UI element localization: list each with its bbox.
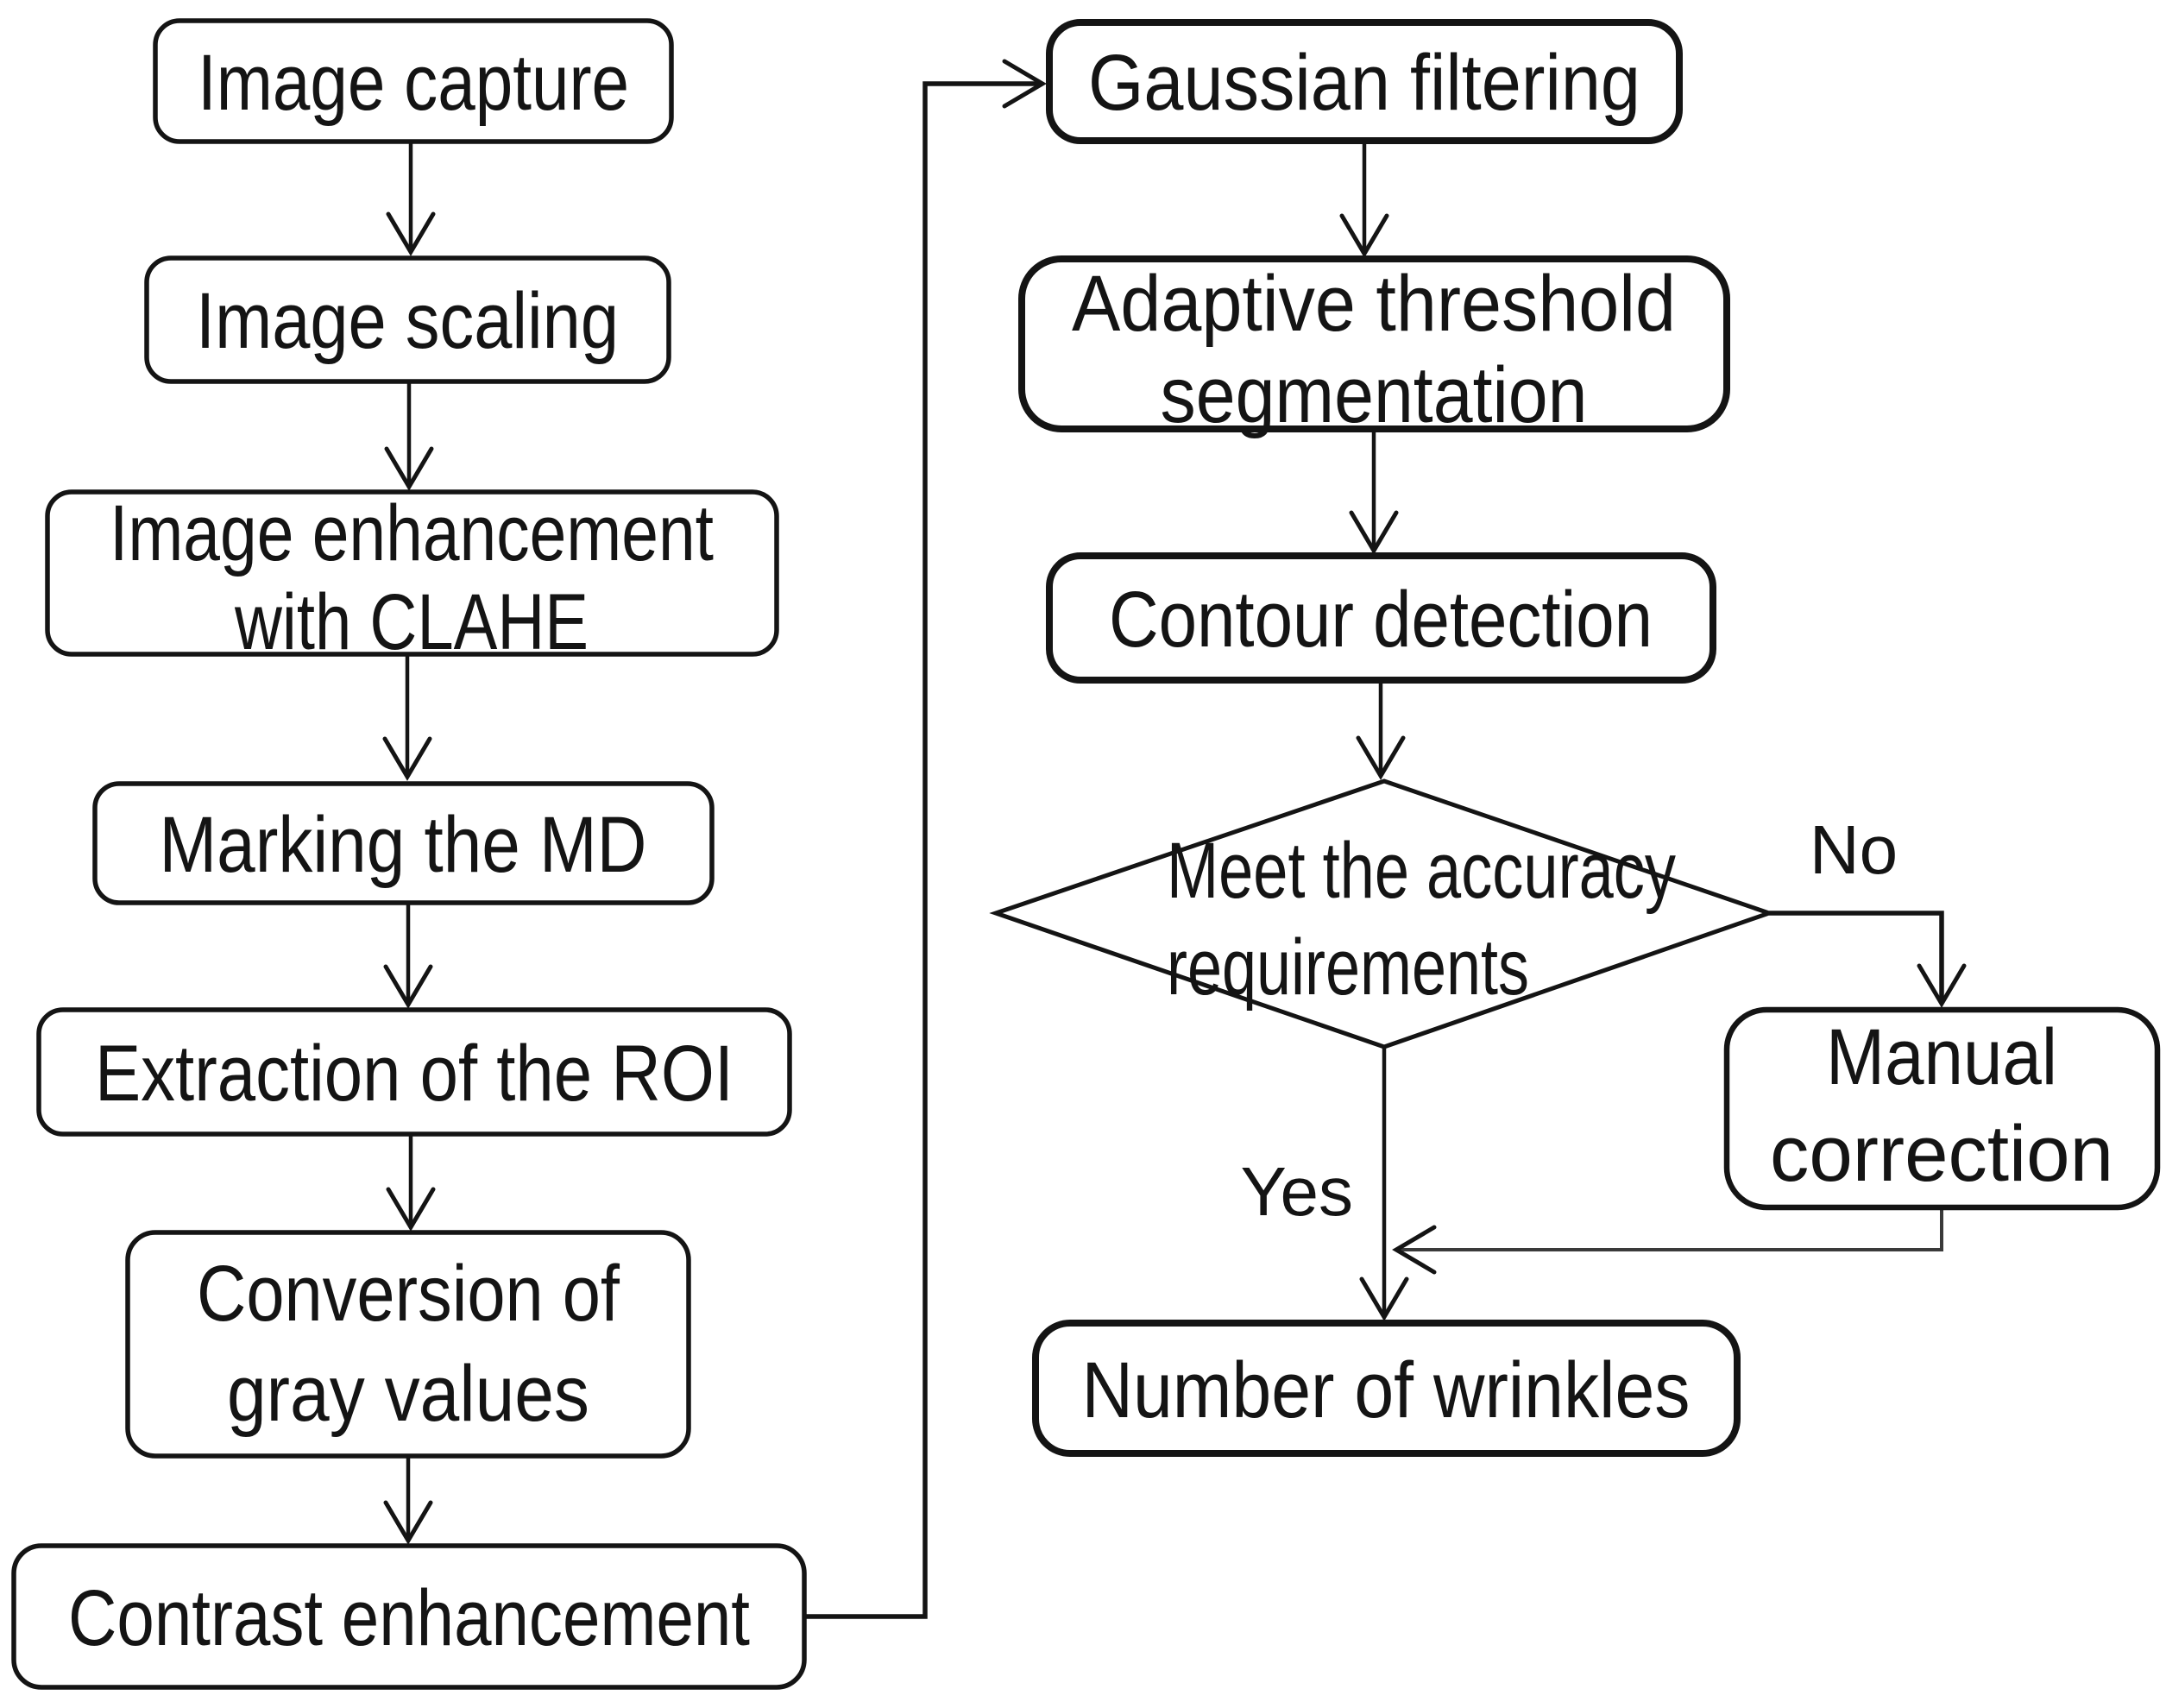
node-extraction-roi: Extraction of the ROI xyxy=(36,1007,792,1137)
node-image-capture: Image capture xyxy=(153,18,674,144)
node-accuracy-decision: Meet the accuracy requirements xyxy=(989,778,1776,1049)
node-adaptive-threshold-box xyxy=(1018,255,1730,432)
node-gaussian-filtering-label: Gaussian filtering xyxy=(1088,39,1640,127)
node-contrast-enhancement: Contrast enhancement xyxy=(11,1543,807,1690)
node-marking-md: Marking the MD xyxy=(92,781,715,905)
node-gaussian-filtering-box xyxy=(1046,19,1683,144)
edge-label-yes: Yes xyxy=(1240,1153,1353,1230)
node-contour-detection-box xyxy=(1046,552,1716,684)
node-image-capture-label: Image capture xyxy=(198,39,629,127)
node-adaptive-threshold-label-line2: segmentation xyxy=(1161,351,1588,439)
node-conversion-gray-box xyxy=(125,1230,691,1459)
node-manual-correction-label-line1: Manual xyxy=(1826,1013,2057,1101)
node-contrast-enhancement-box xyxy=(11,1543,807,1690)
node-contrast-enhancement-label: Contrast enhancement xyxy=(68,1574,750,1662)
node-manual-correction: Manual correction xyxy=(1723,1006,2161,1211)
node-image-enhancement-box xyxy=(45,489,779,657)
edge-label-no: No xyxy=(1810,811,1898,888)
node-adaptive-threshold-label-line1: Adaptive threshold xyxy=(1072,260,1676,348)
node-accuracy-decision-label-line2: requirements xyxy=(1167,923,1529,1012)
node-number-wrinkles-box xyxy=(1032,1320,1741,1457)
node-gaussian-filtering: Gaussian filtering xyxy=(1046,19,1683,144)
node-image-enhancement-label-line1: Image enhancement xyxy=(110,489,714,577)
node-conversion-gray-label-line1: Conversion of xyxy=(197,1250,620,1338)
node-number-wrinkles-label: Number of wrinkles xyxy=(1082,1346,1691,1434)
node-image-scaling-box xyxy=(144,255,671,384)
node-accuracy-decision-shape xyxy=(989,778,1776,1049)
node-contour-detection: Contour detection xyxy=(1046,552,1716,684)
node-conversion-gray: Conversion of gray values xyxy=(125,1230,691,1459)
node-image-scaling: Image scaling xyxy=(144,255,671,384)
node-accuracy-decision-label-line1: Meet the accuracy xyxy=(1167,827,1676,915)
node-image-capture-box xyxy=(153,18,674,144)
edge-manual-correction-return xyxy=(1392,1207,1943,1275)
node-conversion-gray-label-line2: gray values xyxy=(227,1350,589,1438)
node-image-scaling-label: Image scaling xyxy=(196,277,619,365)
node-adaptive-threshold: Adaptive threshold segmentation xyxy=(1018,255,1730,439)
node-number-wrinkles: Number of wrinkles xyxy=(1032,1320,1741,1457)
node-extraction-roi-label: Extraction of the ROI xyxy=(95,1030,734,1118)
node-contour-detection-label: Contour detection xyxy=(1109,576,1653,664)
node-manual-correction-box xyxy=(1723,1006,2161,1211)
node-manual-correction-label-line2: correction xyxy=(1770,1110,2113,1198)
node-image-enhancement: Image enhancement with CLAHE xyxy=(45,489,779,666)
node-image-enhancement-label-line2: with CLAHE xyxy=(234,578,589,666)
node-extraction-roi-box xyxy=(36,1007,792,1137)
node-marking-md-label: Marking the MD xyxy=(160,801,647,889)
edge-contrast-enhancement-to-gaussian-filtering xyxy=(804,59,1047,1619)
edge-accuracy-decision-no-to-manual-correction xyxy=(1769,911,1967,1008)
node-marking-md-box xyxy=(92,781,715,905)
